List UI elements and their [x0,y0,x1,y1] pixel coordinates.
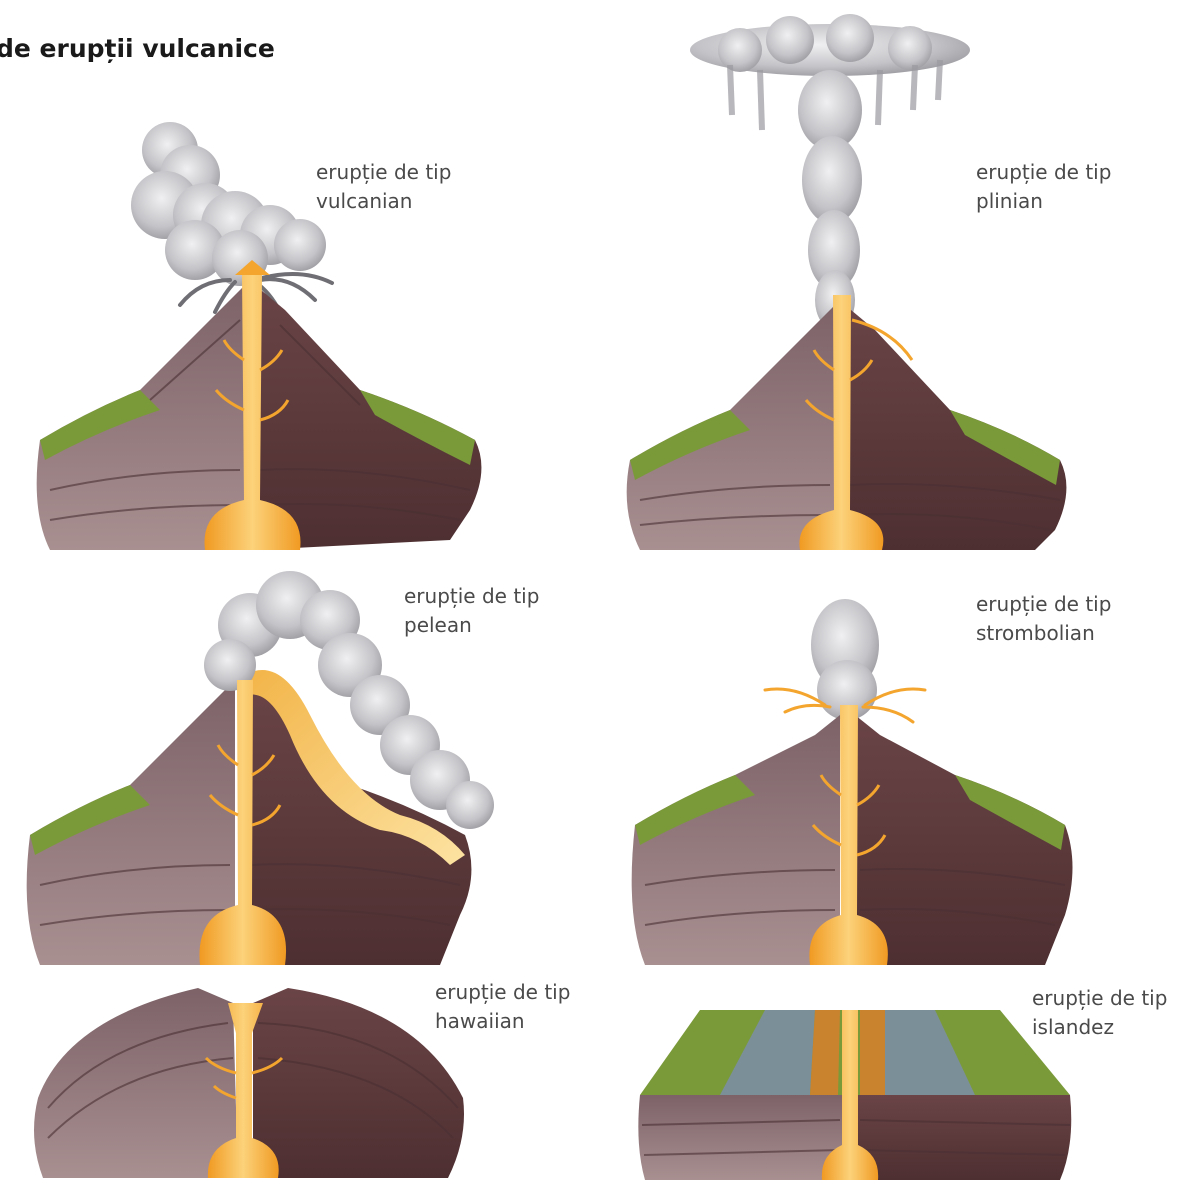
ash-cloud [131,122,326,286]
strata-left [37,285,245,550]
label-plinian: erupție de tipplinian [976,158,1111,216]
strata-left [632,715,840,965]
eruption-column [798,70,862,330]
label-strombolian: erupție de tipstrombolian [976,590,1111,648]
strata-right [255,285,481,550]
tephra-band-left [810,1010,840,1095]
strata-right [855,715,1073,965]
icelandic-fissure-illustration [630,1005,1075,1185]
label-icelandic: erupție de tipislandez [1032,984,1167,1042]
plinian-volcano-illustration [620,20,1070,560]
strombolian-volcano-illustration [625,595,1075,975]
tephra-band-right [860,1010,885,1095]
label-vulcanian: erupție de tipvulcanian [316,158,451,216]
hawaiian-volcano-illustration [28,978,468,1186]
shield-dome-left [34,988,238,1178]
page-title: de erupții vulcanice [0,34,275,63]
label-hawaiian: erupție de tiphawaiian [435,978,570,1036]
strata-left [638,1095,842,1180]
strata-right [858,1095,1071,1180]
label-pelean: erupție de tippelean [404,582,539,640]
